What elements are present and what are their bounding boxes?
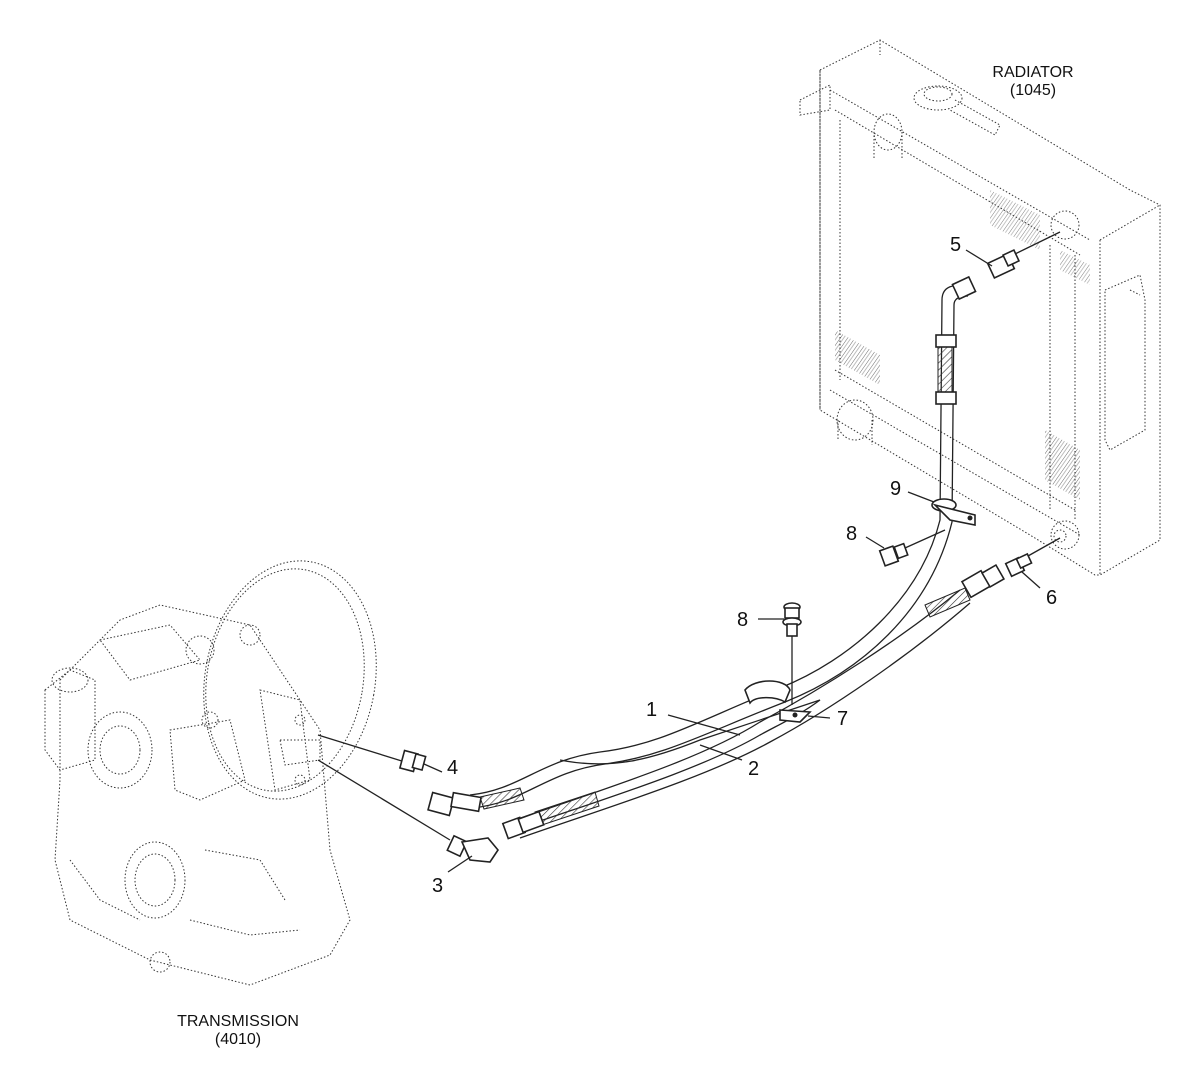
callout-8-lower: 8 bbox=[737, 609, 748, 631]
radiator-label: RADIATOR bbox=[992, 64, 1073, 81]
hose-lines bbox=[317, 275, 1006, 841]
leader-lines bbox=[423, 249, 1041, 873]
transmission-label: TRANSMISSION bbox=[177, 1013, 299, 1030]
bolt-8b bbox=[782, 602, 802, 705]
callout-8-upper: 8 bbox=[846, 523, 857, 545]
radiator-assembly bbox=[799, 39, 1161, 576]
callout-2: 2 bbox=[748, 758, 759, 780]
bolt-8a bbox=[878, 529, 946, 567]
fitting-parts bbox=[398, 231, 1061, 863]
callout-6: 6 bbox=[1046, 587, 1057, 609]
transmission-ref: (4010) bbox=[215, 1031, 261, 1048]
adapter-4 bbox=[398, 749, 427, 773]
callout-3: 3 bbox=[432, 875, 443, 897]
adapter-5 bbox=[986, 231, 1061, 279]
callout-5: 5 bbox=[950, 234, 961, 256]
radiator-ref: (1045) bbox=[1010, 82, 1056, 99]
callout-9: 9 bbox=[890, 478, 901, 500]
adapter-6 bbox=[1004, 537, 1061, 578]
transmission-assembly bbox=[44, 560, 377, 986]
callout-4: 4 bbox=[447, 757, 458, 779]
elbow-3 bbox=[446, 834, 499, 863]
callout-1: 1 bbox=[646, 699, 657, 721]
callout-7: 7 bbox=[837, 708, 848, 730]
